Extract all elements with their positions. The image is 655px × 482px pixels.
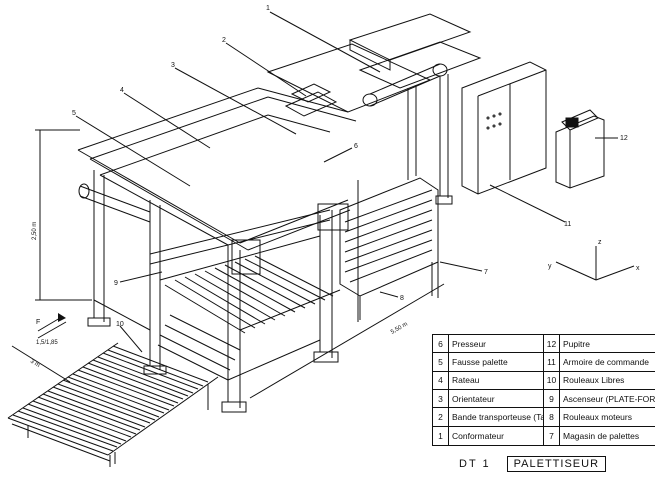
force-label: F (36, 319, 40, 326)
legend-label: Rouleaux Libres (560, 372, 655, 390)
legend-table: 6 Presseur 12 Pupitre 5 Fausse palette 1… (432, 334, 655, 446)
legend-label: Magasin de palettes (563, 430, 640, 441)
force-note: 1,5/1,85 (36, 340, 58, 346)
width-dimension: 3 m (29, 359, 41, 369)
legend-label: Rateau (449, 371, 544, 390)
callout-6: 6 (354, 143, 358, 150)
force-arrow: F 1,5/1,85 (36, 313, 66, 346)
legend-num: 10 (544, 371, 560, 390)
callout-3: 3 (171, 62, 175, 69)
callout-2: 2 (222, 37, 226, 44)
legend-num: 7 (544, 426, 560, 445)
legend-num: 2 (433, 408, 449, 427)
drawing-code: DT 1 (459, 458, 491, 470)
legend-num: 1 (433, 426, 449, 445)
dimension-lines (11, 129, 445, 399)
callout-8: 8 (400, 295, 404, 302)
callout-leaders (75, 11, 618, 353)
legend-num: 8 (544, 408, 560, 427)
legend-label: Rouleaux moteurs (560, 408, 655, 427)
drawing-title: PALETTISEUR (506, 456, 607, 472)
callout-7: 7 (484, 269, 488, 276)
callout-5: 5 (72, 110, 76, 117)
infeed-conveyor (348, 13, 482, 205)
exit-roller-conveyor (7, 342, 219, 467)
legend-num: 12 (544, 335, 560, 354)
pallet-magazine (339, 177, 439, 320)
roller-bed (157, 235, 341, 381)
legend-num: 4 (433, 371, 449, 390)
legend-label: Fausse palette (449, 353, 544, 372)
legend-label: Orientateur (449, 390, 544, 409)
callout-10: 10 (116, 321, 124, 328)
axis-z-label: z (598, 239, 602, 246)
control-cabinet (461, 61, 547, 195)
legend-num: 6 (433, 335, 449, 354)
legend-num: 9 (544, 390, 560, 409)
legend-label: Pupitre (560, 335, 655, 354)
height-dimension: 2,50 m (32, 222, 38, 240)
legend-num: 11 (544, 353, 560, 372)
legend-label: Ascenseur (PLATE-FORME) (560, 390, 655, 409)
axis-triad (555, 246, 635, 281)
callout-12: 12 (620, 135, 628, 142)
callout-9: 9 (114, 280, 118, 287)
legend-num: 5 (433, 353, 449, 372)
main-frame (77, 87, 359, 413)
legend-label: Presseur (449, 335, 544, 354)
title-block: DT 1 PALETTISEUR (459, 455, 607, 473)
axis-y-label: y (548, 263, 552, 270)
legend-label: Bande transporteuse (Tapis) (449, 408, 544, 427)
callout-1: 1 (266, 5, 270, 12)
entry-mark (37, 317, 67, 339)
legend-num: 3 (433, 390, 449, 409)
axis-x-label: x (636, 265, 640, 272)
length-dimension: 5,50 m (390, 321, 409, 335)
callout-4: 4 (120, 87, 124, 94)
operator-console (555, 109, 605, 189)
callout-11: 11 (564, 221, 571, 228)
legend-label: Conformateur (449, 426, 544, 445)
legend-label: Armoire de commande (560, 353, 655, 372)
